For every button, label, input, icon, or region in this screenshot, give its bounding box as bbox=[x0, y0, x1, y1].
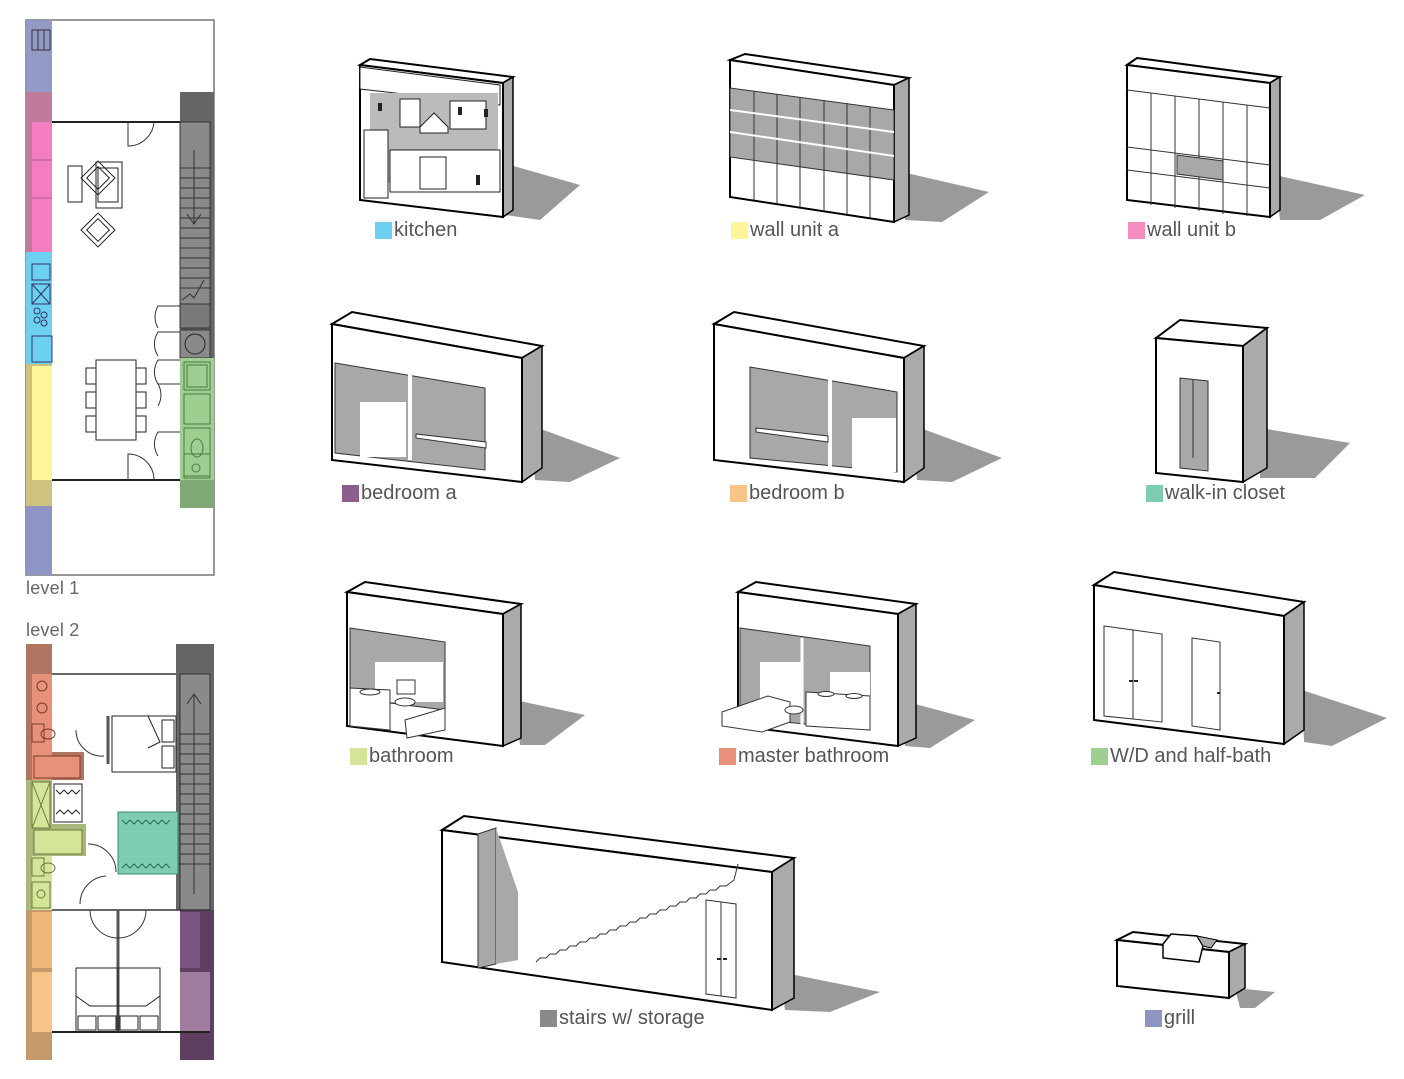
legend-kitchen: kitchen bbox=[375, 219, 457, 242]
wall-unit-b-label: wall unit b bbox=[1147, 219, 1236, 241]
legend-bathroom: bathroom bbox=[350, 745, 454, 768]
grill-label: grill bbox=[1164, 1007, 1196, 1029]
master-bathroom-drawing bbox=[721, 580, 975, 748]
legend-bedroom-b: bedroom b bbox=[730, 482, 845, 505]
bathroom-swatch bbox=[350, 748, 367, 765]
wall-unit-b-swatch bbox=[1128, 222, 1145, 239]
wd-half-bath-label: W/D and half-bath bbox=[1110, 745, 1272, 767]
bedroom-a-swatch bbox=[342, 485, 359, 502]
legend-wall-unit-a: wall unit a bbox=[731, 219, 839, 242]
level-2-label: level 2 bbox=[26, 620, 80, 640]
bedroom-b-swatch bbox=[730, 485, 747, 502]
level-1-floor-plan bbox=[25, 19, 215, 576]
wall-unit-a-swatch bbox=[731, 222, 748, 239]
level-1-label: level 1 bbox=[26, 578, 80, 598]
stairs-storage-drawing bbox=[439, 814, 880, 1012]
wall-unit-a-drawing bbox=[726, 52, 989, 224]
walk-in-closet-label: walk-in closet bbox=[1165, 482, 1286, 504]
legend-stairs-storage: stairs w/ storage bbox=[540, 1007, 705, 1030]
legend-wd-half-bath: W/D and half-bath bbox=[1091, 745, 1271, 768]
kitchen-drawing bbox=[357, 57, 580, 220]
bedroom-b-drawing bbox=[711, 310, 1002, 484]
bathroom-label: bathroom bbox=[369, 745, 454, 767]
master-bathroom-swatch bbox=[719, 748, 736, 765]
stairs-storage-label: stairs w/ storage bbox=[559, 1007, 705, 1029]
kitchen-swatch bbox=[375, 222, 392, 239]
wall-unit-a-label: wall unit a bbox=[750, 219, 839, 241]
walk-in-closet-drawing bbox=[1153, 318, 1350, 484]
kitchen-zone bbox=[26, 252, 52, 364]
master-bathroom-label: master bathroom bbox=[738, 745, 890, 767]
grill-swatch bbox=[1145, 1010, 1162, 1027]
bathroom-drawing bbox=[343, 580, 585, 748]
wall-unit-b-drawing bbox=[1124, 56, 1365, 220]
legend-bedroom-a: bedroom a bbox=[342, 482, 457, 505]
stairs-storage-swatch bbox=[540, 1010, 557, 1027]
kitchen-label: kitchen bbox=[394, 219, 458, 241]
grill-zone-bottom bbox=[26, 506, 52, 575]
legend-master-bathroom: master bathroom bbox=[719, 745, 889, 768]
bedroom-a-label: bedroom a bbox=[361, 482, 457, 504]
wd-half-bath-swatch bbox=[1091, 748, 1108, 765]
wd-half-bath-drawing bbox=[1091, 570, 1387, 746]
legend-walk-in-closet: walk-in closet bbox=[1146, 482, 1285, 505]
grill-drawing bbox=[1113, 930, 1275, 1008]
legend-wall-unit-b: wall unit b bbox=[1128, 219, 1236, 242]
bedroom-a-drawing bbox=[329, 310, 620, 484]
legend-grill: grill bbox=[1145, 1007, 1195, 1030]
grill-zone-top bbox=[26, 20, 52, 92]
bedroom-b-label: bedroom b bbox=[749, 482, 845, 504]
walk-in-closet-swatch bbox=[1146, 485, 1163, 502]
level-2-floor-plan bbox=[26, 644, 214, 1060]
